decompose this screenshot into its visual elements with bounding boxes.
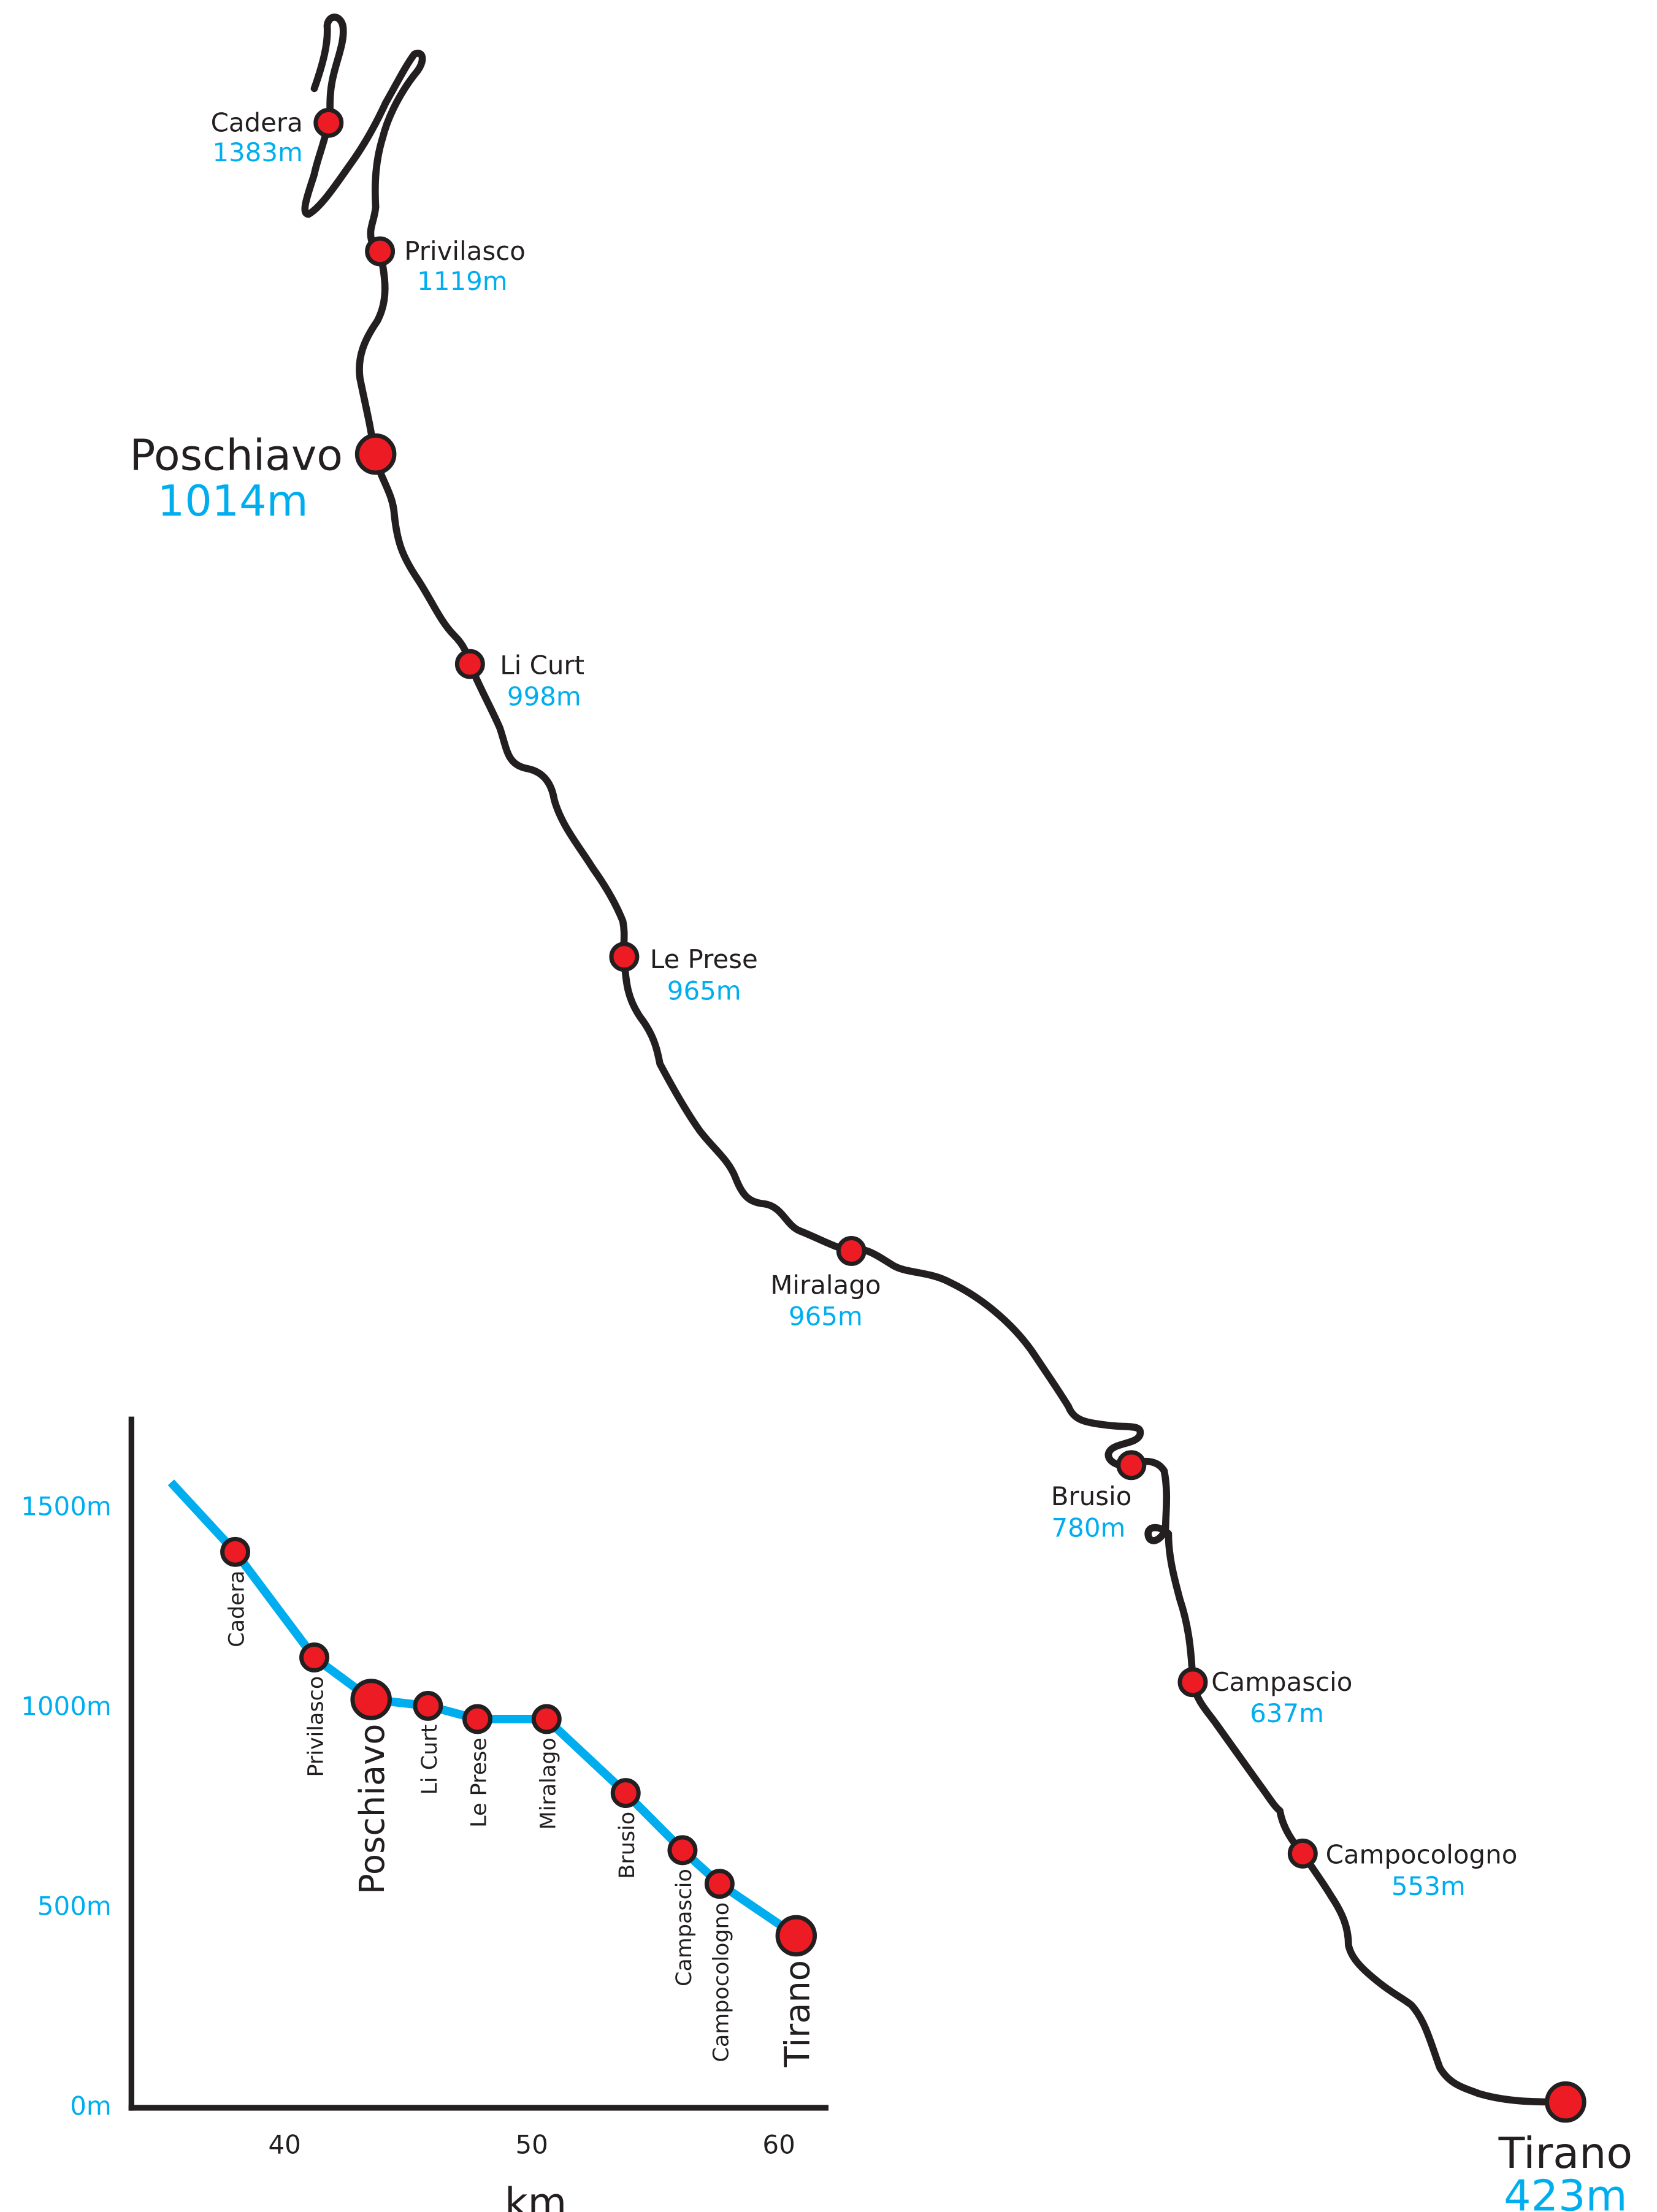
station-name-campascio: Campascio [1211,1667,1352,1697]
station-elevation-campascio: 637m [1250,1698,1324,1728]
station-marker-cadera [313,107,344,138]
station-name-cadera: Cadera [211,107,303,137]
x-tick-label: 50 [515,2130,548,2160]
station-marker-privilasco [365,236,396,267]
y-tick-label: 1000m [21,1691,111,1721]
station-name-miralago: Miralago [770,1270,881,1300]
station-name-poschiavo: Poschiavo [129,430,343,480]
station-name-privilasco: Privilasco [404,236,526,266]
station-name-li-curt: Li Curt [500,650,584,680]
station-marker-campocologno [1287,1838,1318,1869]
profile-label-privilasco: Privilasco [304,1676,328,1777]
profile-point-tirano [775,1915,817,1957]
profile-point-campocologno [704,1869,735,1899]
profile-point-li-curt [413,1690,443,1721]
station-elevation-brusio: 780m [1052,1512,1126,1543]
elevation-profile-chart: 0m 500m 1000m 1500m 40 50 60 km CaderaPrivilasco… [21,1416,828,2212]
station-elevation-le-prese: 965m [667,975,741,1005]
x-tick-label: 40 [268,2130,300,2160]
station-marker-campascio [1177,1667,1208,1698]
profile-label-campocologno: Campocologno [709,1902,733,2062]
station-elevation-li-curt: 998m [507,682,581,712]
station-elevation-poschiavo: 1014m [158,476,308,526]
y-tick-label: 1500m [21,1491,111,1521]
station-name-brusio: Brusio [1051,1481,1132,1511]
station-marker-le-prese [609,942,640,972]
station-elevation-cadera: 1383m [212,137,302,167]
station-name-campocologno: Campocologno [1326,1840,1518,1870]
profile-point-miralago [531,1704,562,1734]
profile-label-li-curt: Li Curt [418,1725,442,1795]
profile-point-le-prese [462,1704,492,1734]
y-tick-label: 0m [70,2091,111,2121]
x-tick-label: 60 [762,2130,795,2160]
profile-label-campascio: Campascio [672,1869,697,1986]
station-marker-li-curt [454,649,485,679]
station-elevation-miralago: 965m [789,1302,863,1332]
profile-point-cadera [220,1536,251,1567]
station-elevation-tirano: 423m [1504,2172,1627,2212]
station-name-le-prese: Le Prese [650,944,758,974]
station-marker-poschiavo [354,433,397,475]
station-name-tirano: Tirano [1498,2129,1632,2178]
station-marker-brusio [1116,1450,1147,1481]
station-elevation-campocologno: 553m [1391,1871,1466,1901]
profile-point-brusio [610,1778,641,1809]
station-marker-miralago [836,1235,867,1266]
x-axis-title: km [505,2180,567,2212]
profile-point-poschiavo [350,1679,392,1720]
profile-label-poschiavo: Poschiavo [353,1724,392,1894]
railway-route-line [301,13,1569,2106]
station-elevation-privilasco: 1119m [417,266,507,296]
y-tick-label: 500m [37,1891,112,1921]
profile-label-le-prese: Le Prese [467,1737,491,1828]
profile-label-brusio: Brusio [615,1812,640,1879]
station-marker-tirano [1545,2081,1586,2123]
profile-point-privilasco [299,1642,329,1672]
profile-label-miralago: Miralago [536,1737,561,1829]
profile-label-cadera: Cadera [225,1571,250,1647]
profile-label-tirano: Tirano [778,1960,817,2068]
profile-point-campascio [667,1835,698,1866]
